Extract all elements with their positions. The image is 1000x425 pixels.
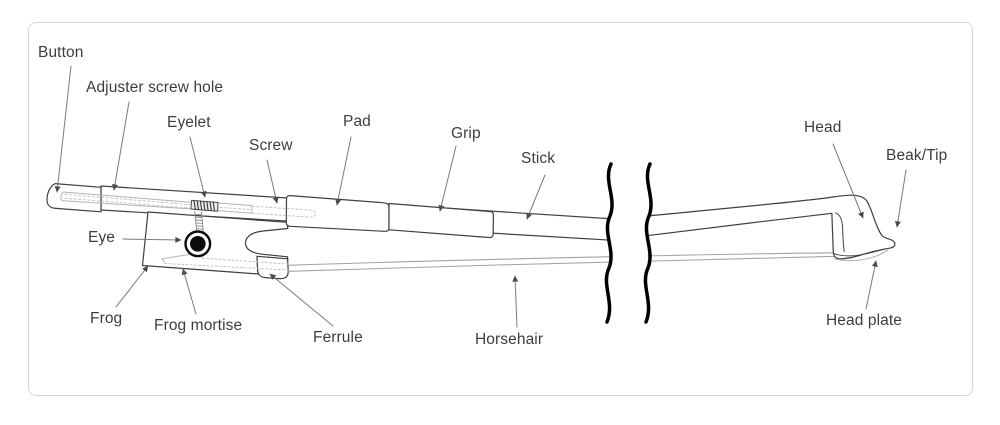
label-horsehair: Horsehair <box>475 331 544 348</box>
arrow-frog-mortise <box>181 268 197 315</box>
label-head-plate: Head plate <box>826 312 902 329</box>
head-plate-shape <box>833 249 883 257</box>
frog-shape <box>141 211 289 275</box>
arrow-head <box>832 143 864 219</box>
button-shape <box>46 183 102 213</box>
label-grip: Grip <box>451 125 481 142</box>
arrow-head-plate <box>865 260 878 310</box>
label-head: Head <box>804 119 842 136</box>
arrow-eyelet <box>189 136 207 198</box>
grip-shape <box>388 202 494 239</box>
ferrule-shape <box>256 255 289 280</box>
arrow-button <box>54 65 72 193</box>
break-mark-right <box>643 162 653 324</box>
leader-arrows <box>54 65 907 328</box>
arrow-eye <box>122 236 182 243</box>
arrow-adjuster <box>111 101 130 191</box>
arrow-screw <box>266 159 279 204</box>
head-ridge-line <box>835 212 845 252</box>
label-adjuster-screw-hole: Adjuster screw hole <box>86 79 224 96</box>
eye-shape <box>184 230 212 258</box>
screw-shaft-dashes <box>64 193 251 211</box>
break-mask2 <box>606 164 650 322</box>
break-mark-left <box>604 162 614 324</box>
label-screw: Screw <box>249 137 293 154</box>
arrow-pad <box>335 136 352 206</box>
head-shape <box>641 194 896 260</box>
arrow-beak-tip <box>894 169 907 228</box>
arrow-stick <box>526 174 546 220</box>
horsehair-shape <box>287 252 838 272</box>
arrow-grip <box>438 145 457 212</box>
label-eye: Eye <box>88 229 116 246</box>
arrow-horsehair <box>512 275 519 328</box>
label-pad: Pad <box>343 113 371 130</box>
label-eyelet: Eyelet <box>167 114 211 131</box>
label-button: Button <box>38 44 84 61</box>
label-frog-mortise: Frog mortise <box>154 317 243 334</box>
arrow-frog <box>115 265 149 308</box>
head-plate-underline <box>833 249 889 262</box>
screw-shape <box>251 205 317 218</box>
label-frog: Frog <box>90 310 123 327</box>
label-stick: Stick <box>521 150 556 167</box>
arrow-ferrule <box>269 273 334 327</box>
eyelet-shape <box>190 199 219 212</box>
label-beak-tip: Beak/Tip <box>886 147 948 164</box>
label-ferrule: Ferrule <box>313 329 363 346</box>
